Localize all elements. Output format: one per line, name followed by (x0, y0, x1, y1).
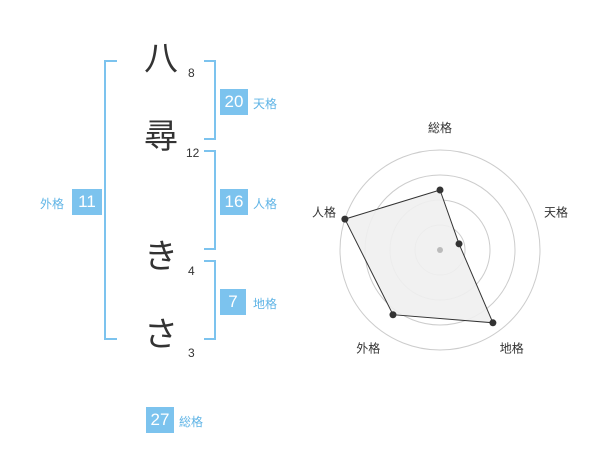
radar-point (389, 311, 397, 319)
name-char-1: 八 (144, 39, 178, 79)
soukaku-label: 総格 (179, 415, 204, 429)
jinkaku-label: 人格 (253, 197, 278, 211)
gaikaku-label: 外格 (40, 197, 65, 211)
stroke-count-3: 4 (188, 264, 195, 278)
radar-axis-label: 人格 (312, 204, 336, 219)
radar-point (341, 215, 349, 223)
stroke-count-4: 3 (188, 346, 195, 360)
radar-center (437, 247, 443, 253)
chikaku-bracket (204, 260, 216, 340)
name-char-4: さ (144, 315, 178, 355)
radar-axis-label: 外格 (356, 341, 380, 356)
jinkaku-value: 16 (220, 189, 248, 215)
soukaku-value: 27 (146, 407, 174, 433)
tenkaku-label: 天格 (253, 97, 278, 111)
chikaku-label: 地格 (253, 297, 278, 311)
radar-axis-label: 総格 (428, 120, 452, 135)
radar-ring (339, 149, 541, 351)
radar-point (436, 186, 444, 194)
chikaku-value: 7 (220, 289, 246, 315)
gaikaku-bracket (104, 60, 117, 340)
jinkaku-bracket (204, 150, 216, 250)
tenkaku-bracket (204, 60, 216, 140)
name-char-3: き (144, 237, 178, 277)
radar-axis-label: 天格 (544, 204, 568, 219)
tenkaku-value: 20 (220, 89, 248, 115)
name-char-2: 尋 (144, 117, 178, 157)
radar-axis-label: 地格 (500, 341, 524, 356)
gaikaku-value: 11 (72, 189, 102, 215)
radar-point (455, 240, 463, 248)
stroke-count-2: 12 (186, 146, 200, 160)
stroke-count-1: 8 (188, 66, 195, 80)
radar-point (489, 319, 497, 327)
radar-polygon (344, 189, 494, 324)
